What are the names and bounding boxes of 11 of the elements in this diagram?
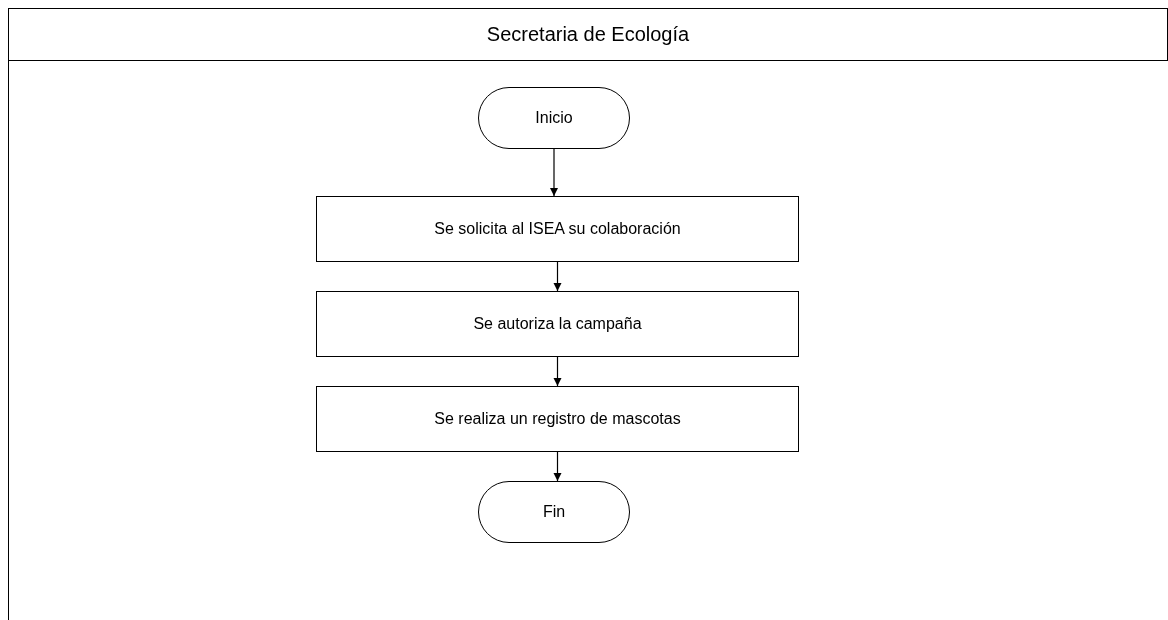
arrow (549, 148, 559, 197)
process-box: Se realiza un registro de mascotas (316, 386, 799, 452)
process-box: Se solicita al ISEA su colaboración (316, 196, 799, 262)
arrow (553, 261, 562, 292)
terminator-shape: Inicio (478, 87, 630, 149)
terminator-shape: Fin (478, 481, 630, 543)
arrow (553, 356, 562, 387)
process-box: Se autoriza la campaña (316, 291, 799, 357)
swimlane (8, 8, 1168, 620)
arrow (553, 451, 562, 482)
lane-header: Secretaria de Ecología (9, 9, 1168, 61)
